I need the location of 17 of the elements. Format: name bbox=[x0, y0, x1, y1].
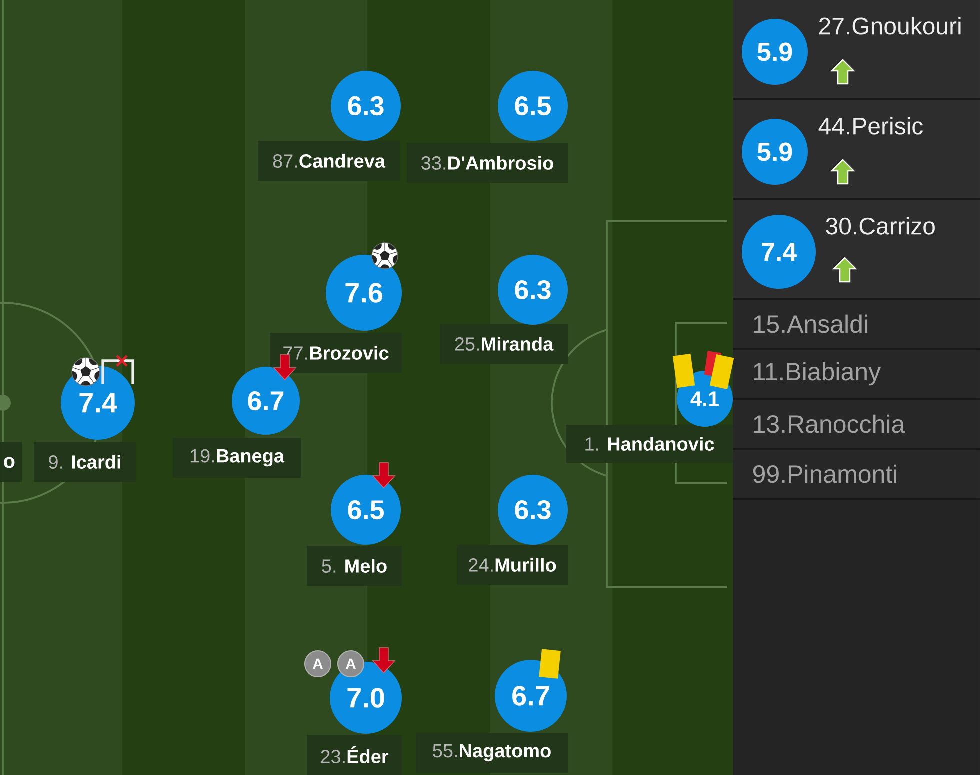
name-tag: 55.Nagatomo bbox=[416, 733, 568, 773]
list-row: 13.Ranocchia bbox=[733, 400, 980, 450]
name-tag: 19.Banega bbox=[173, 438, 301, 478]
name-tag: 24.Murillo bbox=[457, 545, 568, 585]
name-tag: 5. Melo bbox=[307, 546, 402, 586]
name-tag: 1. Handanovic bbox=[566, 425, 733, 463]
list-row: 11.Biabiany bbox=[733, 350, 980, 400]
name-tag: 23.Éder bbox=[307, 735, 402, 775]
name-tag: 9. Icardi bbox=[34, 442, 136, 482]
list-row: 15.Ansaldi bbox=[733, 300, 980, 350]
name-tag: 33.D'Ambrosio bbox=[407, 143, 568, 183]
assist-badge: A bbox=[337, 650, 365, 678]
list-row: 99.Pinamonti bbox=[733, 450, 980, 500]
name-tag: 87.Candreva bbox=[258, 141, 400, 181]
name-tag: 25.Miranda bbox=[440, 324, 568, 364]
name-tag: o bbox=[0, 442, 22, 482]
assist-badge: A bbox=[304, 650, 332, 678]
